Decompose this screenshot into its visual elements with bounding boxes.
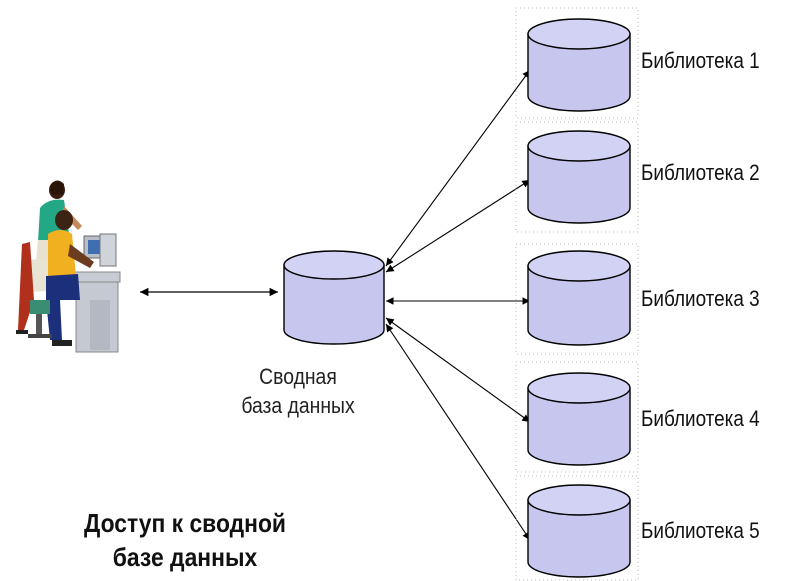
library-1-database-icon — [515, 7, 639, 119]
caption-line-2: базе данных — [112, 542, 258, 572]
users-at-computer-icon — [16, 180, 121, 353]
library-1-label: Библиотека 1 — [641, 48, 760, 73]
central-database-label: Сводная база данных — [236, 362, 359, 420]
central-database-label-line-1: Сводная — [259, 364, 337, 389]
connection-arrows — [385, 69, 531, 541]
arrow-central-library-4 — [385, 317, 531, 423]
arrow-central-library-2 — [385, 179, 531, 273]
library-databases — [515, 7, 639, 581]
arrow-central-library-1 — [385, 69, 531, 267]
library-4-database-icon — [515, 361, 639, 473]
central-database-icon — [283, 250, 385, 345]
library-3-label: Библиотека 3 — [641, 286, 760, 311]
library-3-database-icon — [515, 243, 639, 355]
caption-line-1: Доступ к сводной — [83, 508, 287, 538]
central-database-label-line-2: база данных — [241, 393, 355, 418]
arrow-central-library-5 — [385, 323, 531, 541]
library-5-database-icon — [515, 475, 639, 581]
library-2-label: Библиотека 2 — [641, 160, 760, 185]
diagram-caption: Доступ к сводной базе данных — [57, 506, 312, 574]
library-5-label: Библиотека 5 — [641, 518, 760, 543]
library-2-database-icon — [515, 121, 639, 233]
library-4-label: Библиотека 4 — [641, 406, 760, 431]
